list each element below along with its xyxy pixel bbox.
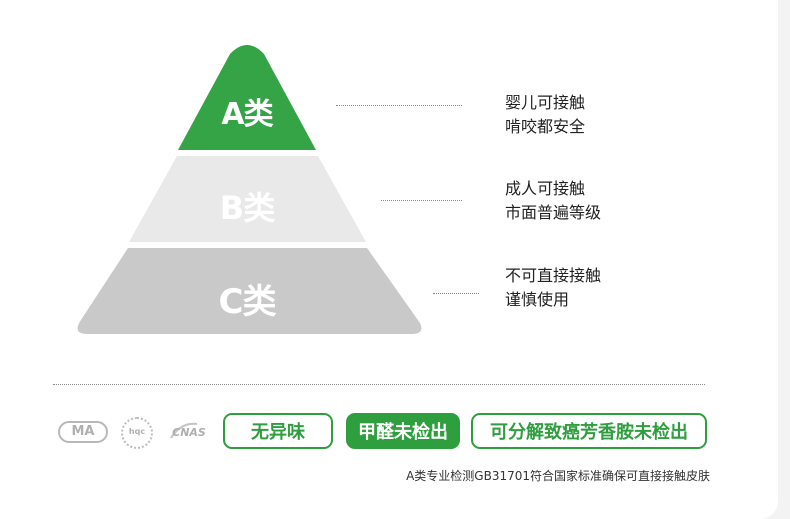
tier-a-line-1: 婴儿可接触 [505,93,586,112]
badge-aromatic-amine-not-detected: 可分解致癌芳香胺未检出 [471,413,707,449]
section-divider [53,384,705,385]
tier-b-leader [381,200,462,201]
tier-c-label: C类 [218,282,277,322]
pyramid-tier-a [178,45,316,150]
pyramid-tier-c [77,248,422,334]
tier-a-label: A类 [221,97,273,132]
footnote-text: A类专业检测GB31701符合国家标准确保可直接接触皮肤 [406,469,710,483]
tier-c-description: 不可直接接触 谨慎使用 [505,264,601,312]
cma-logo-text: MA [71,424,95,439]
badge-no-odor: 无异味 [223,413,333,449]
cnas-logo-icon: CNAS [167,420,211,444]
tier-c-line-1: 不可直接接触 [505,266,602,285]
tier-b-line-2: 市面普遍等级 [505,203,602,222]
tier-a-line-2: 啃咬都安全 [505,117,586,136]
tier-a-description: 婴儿可接触 啃咬都安全 [505,91,585,139]
tier-c-line-2: 谨慎使用 [505,290,570,309]
tier-c-leader [433,293,479,294]
cnas-logo-text: CNAS [172,426,206,439]
pyramid-tier-b [129,156,366,242]
cnas-swoosh-icon [170,422,198,439]
hqc-seal-text: hqc [128,427,146,436]
tier-b-line-1: 成人可接触 [505,179,586,198]
tier-a-leader [336,105,462,106]
badge-formaldehyde-not-detected: 甲醛未检出 [346,413,460,449]
hqc-seal-icon: hqc [121,417,153,449]
tier-b-description: 成人可接触 市面普遍等级 [505,177,601,225]
tier-b-label: B类 [219,189,275,227]
cma-logo-icon: MA [58,421,108,443]
